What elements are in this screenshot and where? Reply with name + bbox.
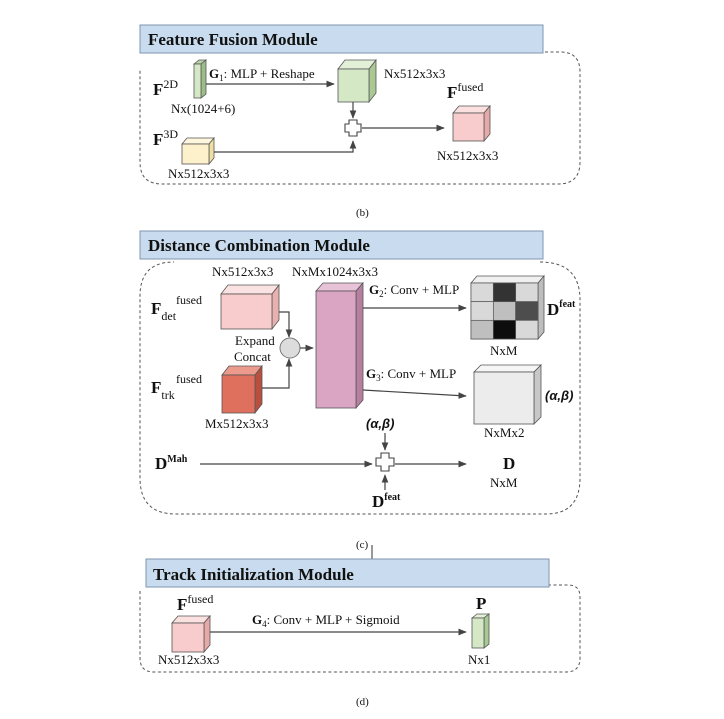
dfeat-similarity-grid bbox=[470, 274, 545, 341]
caption-c: (c) bbox=[356, 539, 369, 551]
distance-title-bar bbox=[139, 230, 544, 260]
f2d-dim: Nx(1024+6) bbox=[171, 101, 235, 116]
dfeat-out-label: Dfeat bbox=[547, 299, 576, 319]
g3-label: G3: Conv + MLP bbox=[366, 366, 456, 383]
ftrk-sup: fused bbox=[176, 372, 202, 386]
f3d-dim: Nx512x3x3 bbox=[168, 166, 229, 181]
track-fused-pink-cube bbox=[171, 614, 211, 654]
fusion-title-bar bbox=[139, 24, 544, 54]
g3-arrow bbox=[362, 389, 467, 399]
concat-dim: NxMx1024x3x3 bbox=[292, 264, 378, 279]
track-initialization-panel: Track Initialization Module Ffused Nx512… bbox=[139, 558, 581, 708]
f2d-label: F2D bbox=[153, 77, 178, 99]
p-label: P bbox=[476, 594, 486, 613]
dfeat-grid-cell bbox=[515, 282, 539, 303]
dfeat-in-label: Dfeat bbox=[372, 492, 401, 511]
dfeat-grid-cell bbox=[470, 301, 494, 321]
fusion-plus-operator bbox=[344, 119, 362, 137]
distance-title: Distance Combination Module bbox=[148, 236, 370, 255]
fdet-label: Fdet bbox=[151, 299, 177, 323]
g4-label: G4: Conv + MLP + Sigmoid bbox=[252, 612, 400, 629]
dfeat-grid-cell bbox=[492, 319, 517, 340]
ftrk-salmon-cube bbox=[221, 364, 263, 415]
dmah-label: DMah bbox=[155, 454, 188, 473]
fdet-to-concat-arrow bbox=[279, 311, 293, 338]
ftrk-to-concat-arrow bbox=[262, 358, 293, 389]
fusion-title: Feature Fusion Module bbox=[148, 30, 318, 49]
alphabeta-gray-block bbox=[473, 364, 542, 425]
fdet-dim: Nx512x3x3 bbox=[212, 264, 273, 279]
distance-plus-operator bbox=[375, 452, 395, 472]
dfeat-grid-cell bbox=[492, 301, 517, 321]
g1-label: G1: MLP + Reshape bbox=[209, 66, 315, 83]
ftrk-label: Ftrk bbox=[151, 378, 175, 402]
f3d-to-plus-arrow bbox=[214, 140, 357, 153]
track-dashed-border bbox=[139, 584, 581, 673]
fdet-sup: fused bbox=[176, 293, 202, 307]
track-title: Track Initialization Module bbox=[153, 565, 354, 584]
dfeat-grid-cell bbox=[492, 282, 517, 303]
expand-label: Expand bbox=[235, 333, 275, 348]
dfeat-grid-cell bbox=[470, 319, 494, 340]
track-fused-label: Ffused bbox=[177, 592, 213, 614]
track-fused-dim: Nx512x3x3 bbox=[158, 652, 219, 667]
concat-purple-volume bbox=[315, 281, 364, 410]
fused-dim: Nx512x3x3 bbox=[437, 148, 498, 163]
d-out-dim: NxM bbox=[490, 475, 518, 490]
alphabeta-out-dim: NxMx2 bbox=[484, 425, 524, 440]
concat-label: Concat bbox=[234, 349, 271, 364]
dfeat-grid-cell bbox=[470, 282, 494, 303]
caption-d: (d) bbox=[356, 696, 369, 708]
dfeat-out-dim: NxM bbox=[490, 343, 518, 358]
track-title-bar bbox=[145, 558, 550, 588]
ftrk-dim: Mx512x3x3 bbox=[205, 416, 269, 431]
dfeat-grid-cell bbox=[515, 319, 539, 340]
distance-combination-panel: Distance Combination Module Fdet fused N… bbox=[139, 230, 581, 570]
d-out-label: D bbox=[503, 454, 515, 473]
p-output-block bbox=[470, 613, 491, 649]
distance-dashed-border bbox=[139, 261, 581, 515]
caption-b: (b) bbox=[356, 207, 369, 219]
fusion-dashed-border bbox=[139, 51, 581, 185]
p-dim: Nx1 bbox=[468, 652, 490, 667]
dfeat-grid-cell bbox=[515, 301, 539, 321]
fused-pink-cube bbox=[452, 104, 491, 143]
f3d-label: F3D bbox=[153, 127, 178, 149]
alphabeta-in-label: (α,β) bbox=[366, 416, 394, 431]
reshaped-dim: Nx512x3x3 bbox=[384, 66, 445, 81]
f2d-feature-block bbox=[192, 59, 208, 99]
feature-fusion-panel: Feature Fusion Module F2D Nx(1024+6) G1:… bbox=[139, 24, 581, 219]
reshaped-green-cube bbox=[337, 58, 377, 104]
concat-circle-operator bbox=[279, 337, 301, 359]
f3d-yellow-cube bbox=[181, 136, 215, 166]
alphabeta-out-label: (α,β) bbox=[545, 388, 573, 403]
fused-label: Ffused bbox=[447, 80, 483, 102]
fdet-pink-cube bbox=[220, 283, 280, 331]
g2-label: G2: Conv + MLP bbox=[369, 282, 459, 299]
